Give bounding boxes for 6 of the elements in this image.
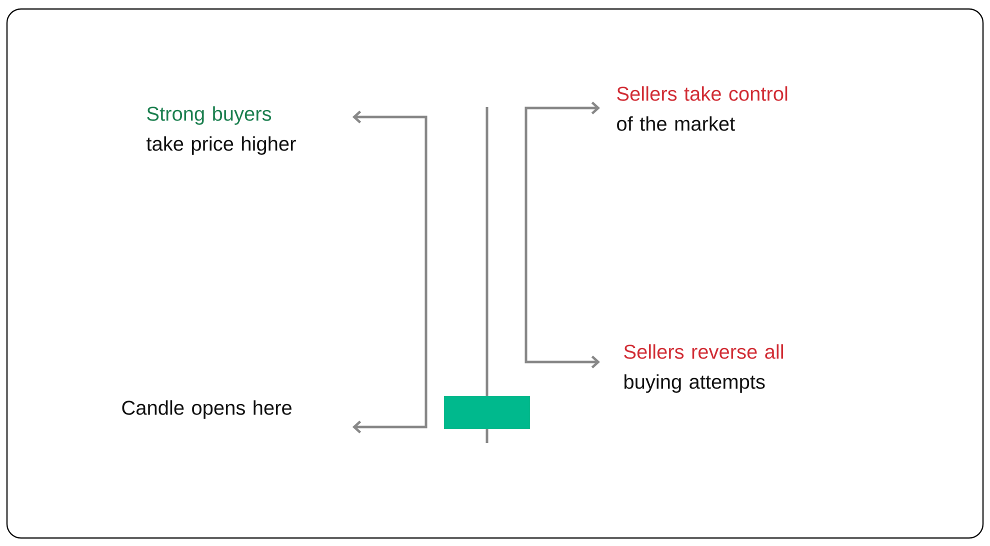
annotation-text: Strong buyers take price higher bbox=[146, 106, 296, 155]
annotation-text: Sellers reverse all buying attempts bbox=[624, 344, 783, 393]
bracket-arrow bbox=[352, 110, 428, 434]
bracket-arrow bbox=[524, 102, 600, 368]
annotation-text: Candle opens here bbox=[122, 400, 292, 419]
annotation-text: Sellers take control of the market bbox=[617, 86, 788, 131]
